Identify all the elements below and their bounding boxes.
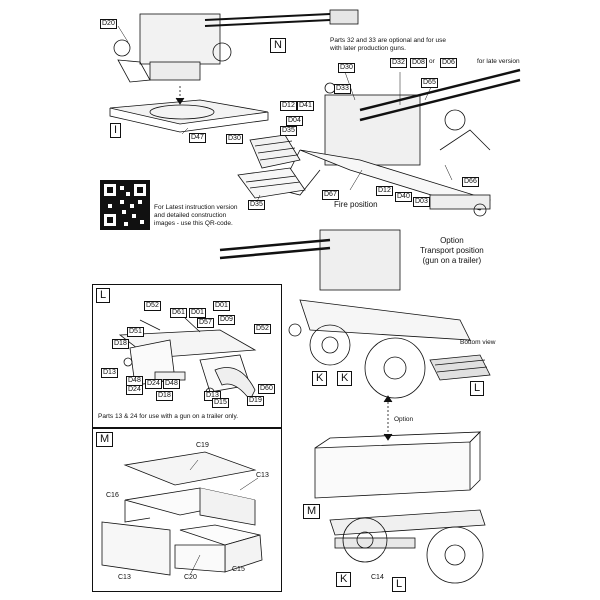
part-label: D30 (338, 63, 355, 73)
part-label: C14 (371, 574, 384, 581)
fire-position-label: Fire position (334, 200, 378, 209)
part-label: D01 (189, 308, 206, 318)
part-label: D66 (462, 177, 479, 187)
step-l-frame (92, 284, 282, 428)
part-label: D03 (413, 197, 430, 207)
part-label: D67 (322, 190, 339, 200)
platform-drawing (109, 86, 269, 133)
part-label: D18 (112, 339, 129, 349)
part-label: D24 (126, 385, 143, 395)
transport-gun-drawing (219, 229, 471, 399)
optional-parts-note: Parts 32 and 33 are optional and for use… (330, 37, 446, 52)
part-label: D32 (390, 58, 407, 68)
part-label: D19 (247, 396, 264, 406)
part-label: C15 (232, 566, 245, 573)
part-label: D60 (258, 384, 275, 394)
part-label: D48 (163, 379, 180, 389)
step-i-badge: I (110, 123, 122, 138)
part-label: C13 (118, 574, 131, 581)
part-label: D20 (100, 19, 117, 29)
part-label: D61 (170, 308, 187, 318)
step-k-trailer-badge: K (336, 572, 352, 587)
bottom-view-drawing (429, 354, 491, 381)
part-label: D09 (218, 315, 235, 325)
part-label: C16 (106, 492, 119, 499)
part-label: D30 (226, 134, 243, 144)
step-l-badge: L (96, 288, 111, 303)
bottom-view-label: Bottom view (460, 339, 496, 346)
late-version-label: for late version (477, 58, 520, 65)
part-label: D52 (254, 324, 271, 334)
part-label: D35 (248, 200, 265, 210)
step-m-badge: M (96, 432, 114, 447)
part-label: D24 (145, 379, 162, 389)
part-label: D40 (395, 192, 412, 202)
step-k-badge-1: K (312, 371, 328, 386)
step-m-frame (92, 428, 282, 592)
step-n-badge: N (270, 38, 286, 53)
qr-instruction-note: For Latest instruction version and detai… (154, 204, 238, 227)
part-label: D04 (286, 116, 303, 126)
part-label: D12 (376, 186, 393, 196)
step-l-trailer-badge: L (392, 577, 407, 592)
ammo-box-drawing (237, 134, 306, 199)
transport-position-label: Option Transport position (gun on a trai… (420, 236, 484, 265)
chassis-parts-drawing (118, 317, 257, 401)
part-label: D33 (334, 84, 351, 94)
part-label: D57 (197, 318, 214, 328)
part-label: D41 (297, 101, 314, 111)
part-label: D51 (127, 327, 144, 337)
part-label: C19 (196, 442, 209, 449)
part-label: D47 (189, 133, 206, 143)
part-label: D15 (212, 398, 229, 408)
step-m-trailer-badge: M (303, 504, 321, 519)
part-label: D12 (280, 101, 297, 111)
part-label: C20 (184, 574, 197, 581)
part-label: D65 (421, 78, 438, 88)
late-or-label: or (429, 58, 435, 65)
gun-mount-drawing (113, 9, 359, 83)
step-l-bottom-badge: L (470, 381, 485, 396)
fire-position-gun-drawing (279, 68, 521, 217)
part-label: D08 (410, 58, 427, 68)
part-label: D06 (440, 58, 457, 68)
part-label: D35 (280, 126, 297, 136)
option-label: Option (394, 416, 414, 423)
part-label: D13 (101, 368, 118, 378)
part-label: D01 (213, 301, 230, 311)
part-label: C13 (256, 472, 269, 479)
part-label: D18 (156, 391, 173, 401)
box-parts-drawing (101, 451, 263, 576)
trailer-drawing (314, 431, 486, 584)
step-k-badge-2: K (337, 371, 353, 386)
trailer-parts-note: Parts 13 & 24 for use with a gun on a tr… (98, 413, 239, 420)
part-label: D52 (144, 301, 161, 311)
